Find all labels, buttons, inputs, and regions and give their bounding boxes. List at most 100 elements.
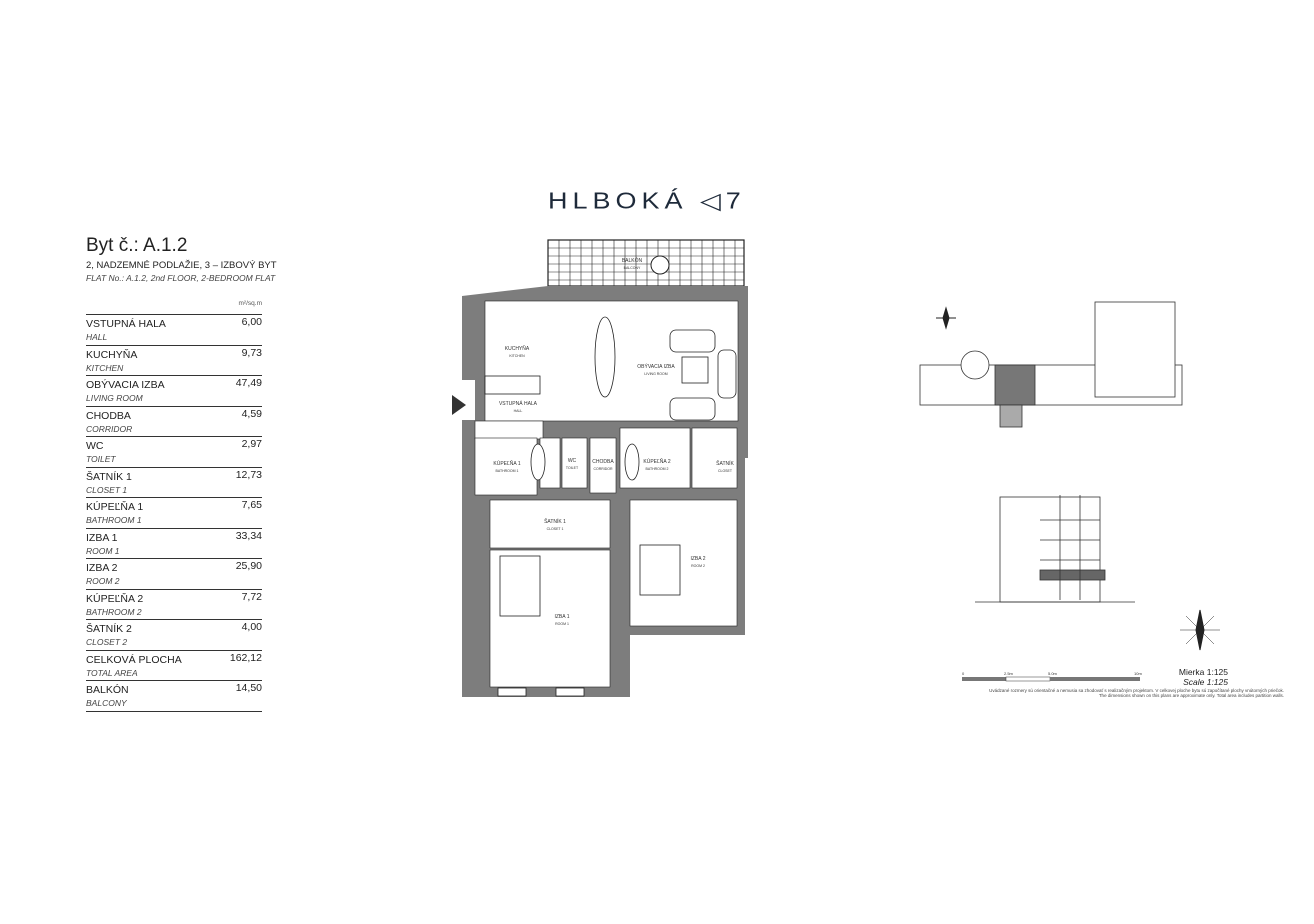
room-name: KÚPEĽŇA 1 xyxy=(86,501,144,513)
plan-label-living: LIVING ROOM xyxy=(644,372,667,376)
room-area: 6,00 xyxy=(241,316,262,328)
room-area: 7,65 xyxy=(241,499,262,511)
area-row: OBÝVACIA IZBA LIVING ROOM 47,49 xyxy=(86,375,262,406)
plan-label-bath2: BATHROOM 2 xyxy=(646,467,669,471)
closet-2 xyxy=(691,427,738,489)
bathroom-1 xyxy=(474,437,538,496)
plan-label-balcony: BALCONY xyxy=(624,266,641,270)
room-area: 7,72 xyxy=(241,590,262,603)
area-row: KÚPEĽŇA 1 BATHROOM 1 7,65 xyxy=(86,497,262,528)
note-en: The dimensions shown on this plans are a… xyxy=(1098,693,1284,698)
room-name: VSTUPNÁ HALA xyxy=(86,318,166,330)
room-name-en: BATHROOM 2 xyxy=(86,606,142,617)
room-name: IZBA 1 xyxy=(86,531,118,544)
building-section xyxy=(975,495,1135,603)
plan-label-closet1: CLOSET 1 xyxy=(547,527,564,531)
room-name-en: BATHROOM 1 xyxy=(86,515,142,525)
wc xyxy=(561,437,588,489)
room-area: 4,59 xyxy=(241,407,262,420)
flat-subtitle-en: FLAT No.: A.1.2, 2nd FLOOR, 2-BEDROOM FL… xyxy=(86,273,276,283)
plan-label-room1: IZBA 1 xyxy=(554,614,569,620)
room-name-en: ROOM 1 xyxy=(86,545,120,556)
room-name-en: CLOSET 2 xyxy=(86,637,128,647)
room-name-en: HALL xyxy=(86,332,108,342)
site-plan xyxy=(919,301,1183,428)
scale-label: Mierka 1:125 Scale 1:125 xyxy=(1160,667,1228,687)
balcony-area xyxy=(547,239,745,287)
corridor xyxy=(589,437,617,494)
sofa xyxy=(717,349,737,399)
room-name-en: TOILET xyxy=(86,454,116,464)
highlighted-unit xyxy=(994,364,1036,406)
room-area: 2,97 xyxy=(241,438,262,450)
room-name: CELKOVÁ PLOCHA xyxy=(86,653,182,666)
coffee-table xyxy=(681,356,709,384)
compass-icon xyxy=(1180,609,1220,651)
scale-tick: 10m xyxy=(1134,671,1142,676)
room-area: 33,34 xyxy=(235,529,262,542)
room-name: ŠATNÍK 1 xyxy=(86,470,132,483)
plan-label-bath2: KÚPEĽŇA 2 xyxy=(643,458,670,465)
room-area: 14,50 xyxy=(235,682,262,694)
entrance-arrow-icon xyxy=(452,395,466,415)
plan-label-room2: ROOM 2 xyxy=(691,564,705,568)
room-name-en: BALCONY xyxy=(86,698,127,708)
room-area: 162,12 xyxy=(229,651,262,664)
flat-title: Byt č.: A.1.2 xyxy=(86,235,188,256)
plan-label-corridor: CHODBA xyxy=(592,459,614,465)
area-row: ŠATNÍK 2 CLOSET 2 4,00 xyxy=(86,619,262,650)
room-area: 4,00 xyxy=(241,621,262,633)
room-name: IZBA 2 xyxy=(86,562,118,574)
scale-bar xyxy=(962,676,1140,682)
scale-text: Mierka 1:125 xyxy=(1178,667,1228,677)
room-name: KUCHYŇA xyxy=(86,348,138,361)
plan-label-closet1: ŠATNÍK 1 xyxy=(544,518,566,525)
plan-label-living: OBÝVACIA IZBA xyxy=(637,363,675,370)
plan-label-wc: WC xyxy=(568,458,577,464)
plan-label-wc: TOILET xyxy=(566,466,579,470)
plan-label-hall: VSTUPNÁ HALA xyxy=(499,400,538,407)
room-name: OBÝVACIA IZBA xyxy=(86,379,165,391)
room-name-en: ROOM 2 xyxy=(86,576,120,586)
room-name-en: KITCHEN xyxy=(86,362,124,373)
room-area: 47,49 xyxy=(235,377,262,389)
dining-table xyxy=(594,316,616,398)
room-name-en: CORRIDOR xyxy=(86,423,133,434)
room-name: BALKÓN xyxy=(86,684,129,696)
room-name-en: TOTAL AREA xyxy=(86,667,138,678)
area-row: BALKÓN BALCONY 14,50 xyxy=(86,680,262,711)
room-area: 25,90 xyxy=(235,560,262,572)
balcony-table xyxy=(650,255,670,275)
scale-tick: 0 xyxy=(962,671,965,676)
sofa xyxy=(669,397,716,421)
plan-label-room2: IZBA 2 xyxy=(690,556,705,562)
brand-logo: HLBOKÁ ◁7 xyxy=(548,188,746,214)
plan-label-kitchen: KUCHYŇA xyxy=(505,345,530,352)
sofa xyxy=(669,329,716,353)
plan-label-bath1: BATHROOM 1 xyxy=(496,469,519,473)
plan-label-kitchen: KITCHEN xyxy=(509,354,525,358)
scale-tick: 2.5m xyxy=(1004,671,1014,676)
room-area: 12,73 xyxy=(235,468,262,481)
room-name-en: CLOSET 1 xyxy=(86,484,128,495)
plan-label-room1: ROOM 1 xyxy=(555,622,569,626)
unit-label: m²/sq.m xyxy=(238,300,262,307)
flat-subtitle: 2, NADZEMNÉ PODLAŽIE, 3 – IZBOVÝ BYT xyxy=(86,260,277,271)
room-name-en: LIVING ROOM xyxy=(86,393,143,403)
plan-label-balcony: BALKÓN xyxy=(622,257,643,264)
area-row: IZBA 2 ROOM 2 25,90 xyxy=(86,558,262,589)
plan-label-closet2: CLOSET xyxy=(718,469,733,473)
area-row: VSTUPNÁ HALA HALL 6,00 xyxy=(86,314,262,345)
room-name: ŠATNÍK 2 xyxy=(86,623,132,635)
disclaimer-note: Uvádzané rozmery sú orientačné a nemusia… xyxy=(962,688,1284,698)
bed xyxy=(639,544,681,596)
